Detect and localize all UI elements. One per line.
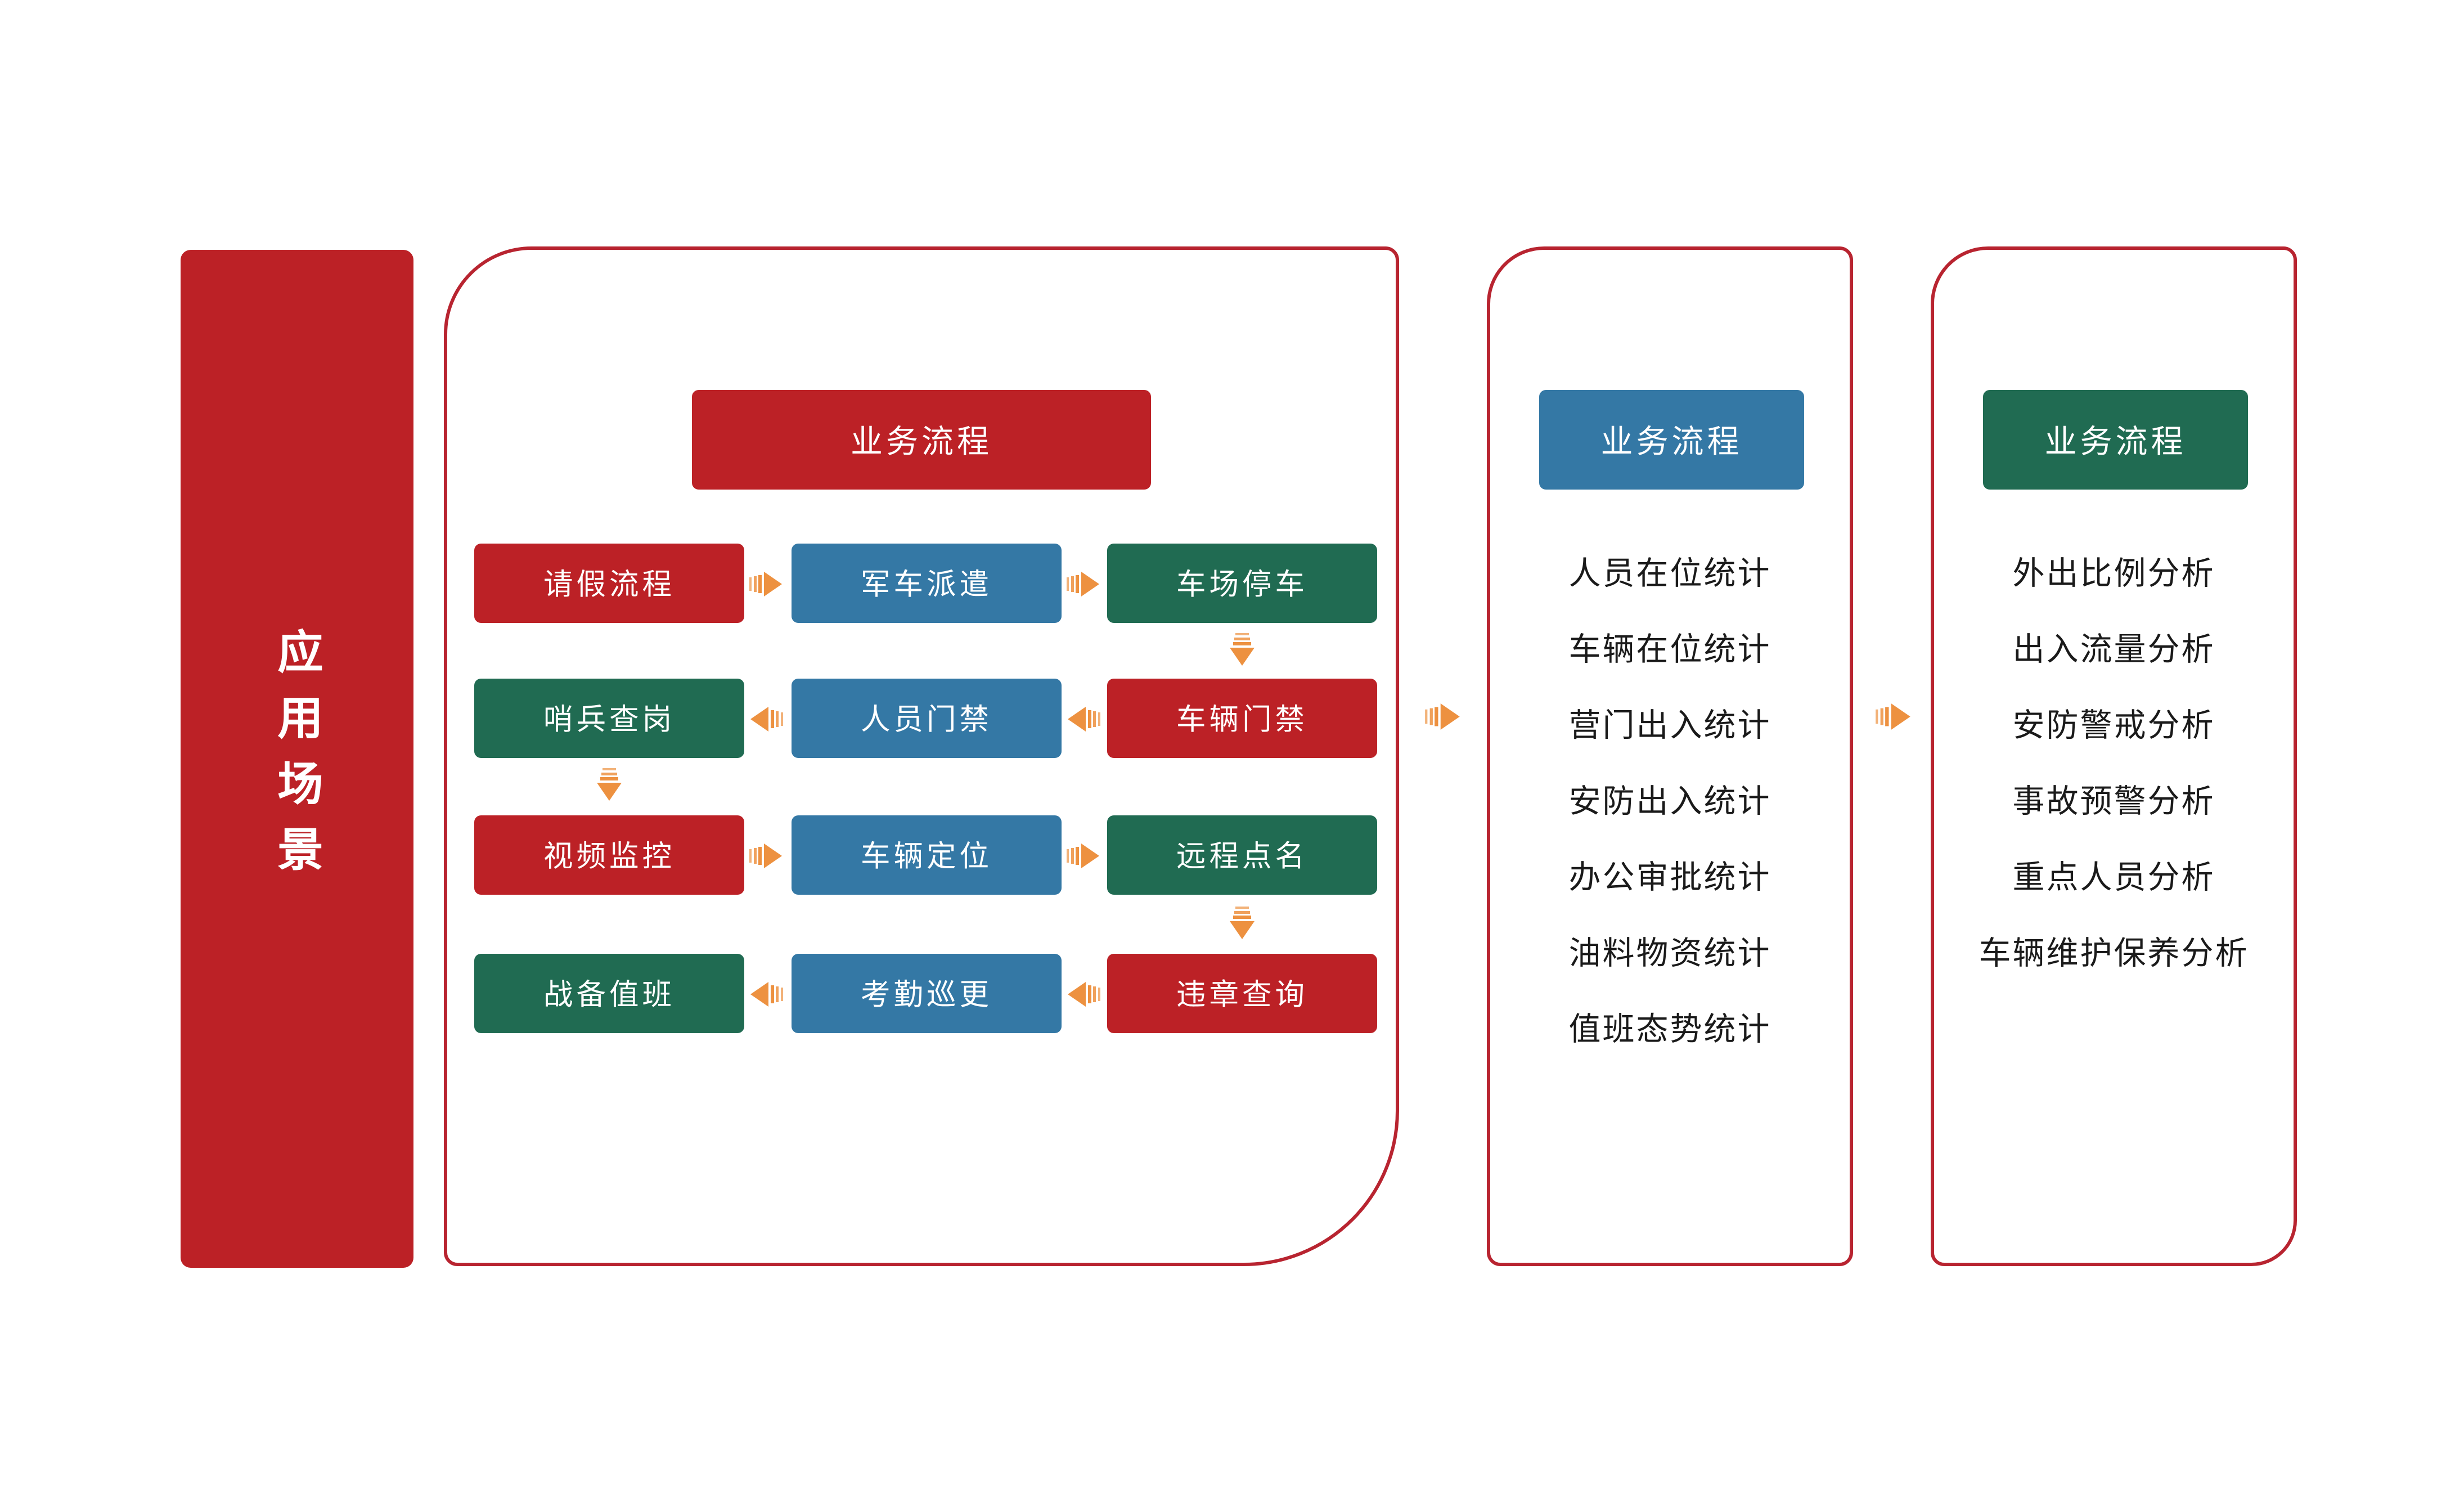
flow-arrow-left-icon <box>749 706 783 733</box>
business-flow-panel-title: 业务流程 <box>692 390 1151 490</box>
list-item: 值班态势统计 <box>1568 1012 1771 1048</box>
flow-box-video-monitor: 视频监控 <box>474 815 744 895</box>
flow-box-vehicle-access: 车辆门禁 <box>1107 679 1377 758</box>
analysis-panel: 业务流程 外出比例分析 出入流量分析 安防警戒分析 事故预警分析 重点人员分析 … <box>1931 246 2297 1266</box>
flow-arrow-down-icon <box>1229 901 1256 945</box>
flow-box-combat-duty: 战备值班 <box>474 954 744 1033</box>
flow-arrow-right-icon <box>1067 842 1100 869</box>
flow-arrow-left-icon <box>1067 981 1100 1008</box>
statistics-panel: 业务流程 人员在位统计 车辆在位统计 营门出入统计 安防出入统计 办公审批统计 … <box>1487 246 1853 1266</box>
business-flow-panel: 业务流程 请假流程 军车派遣 车场停车 哨兵查岗 人员门禁 车辆门禁 视频监控 … <box>444 246 1399 1266</box>
flow-arrow-left-icon <box>1067 706 1100 733</box>
flow-arrow-right-icon <box>1067 571 1100 598</box>
panel-connector-arrow-icon <box>1423 702 1463 731</box>
flow-box-leave-process: 请假流程 <box>474 544 744 623</box>
application-scenarios-label: 应用场景 <box>271 627 322 891</box>
flow-box-vehicle-dispatch: 军车派遣 <box>792 544 1062 623</box>
flow-arrow-down-icon <box>596 763 623 807</box>
panel-connector-arrow-icon <box>1873 702 1914 731</box>
flow-arrow-down-icon <box>1229 628 1256 672</box>
list-item: 事故预警分析 <box>2012 784 2215 820</box>
flow-box-personnel-access: 人员门禁 <box>792 679 1062 758</box>
list-item: 安防警戒分析 <box>2012 708 2215 744</box>
list-item: 人员在位统计 <box>1568 556 1771 592</box>
list-item: 办公审批统计 <box>1568 860 1771 896</box>
flow-box-attendance-patrol: 考勤巡更 <box>792 954 1062 1033</box>
list-item: 安防出入统计 <box>1568 784 1771 820</box>
list-item: 重点人员分析 <box>2012 860 2215 896</box>
list-item: 出入流量分析 <box>2012 632 2215 668</box>
flow-arrow-left-icon <box>749 981 783 1008</box>
list-item: 车辆在位统计 <box>1568 632 1771 668</box>
flow-box-remote-rollcall: 远程点名 <box>1107 815 1377 895</box>
list-item: 外出比例分析 <box>2012 556 2215 592</box>
analysis-panel-title: 业务流程 <box>1983 390 2248 490</box>
list-item: 营门出入统计 <box>1568 708 1771 744</box>
list-item: 油料物资统计 <box>1568 936 1771 972</box>
flow-box-violation-query: 违章查询 <box>1107 954 1377 1033</box>
flow-box-sentry-check: 哨兵查岗 <box>474 679 744 758</box>
statistics-panel-title: 业务流程 <box>1539 390 1804 490</box>
flow-box-vehicle-locating: 车辆定位 <box>792 815 1062 895</box>
application-scenarios-banner: 应用场景 <box>181 250 413 1268</box>
flow-arrow-right-icon <box>749 842 783 869</box>
flow-box-lot-parking: 车场停车 <box>1107 544 1377 623</box>
list-item: 车辆维护保养分析 <box>1979 936 2249 972</box>
flow-arrow-right-icon <box>749 571 783 598</box>
